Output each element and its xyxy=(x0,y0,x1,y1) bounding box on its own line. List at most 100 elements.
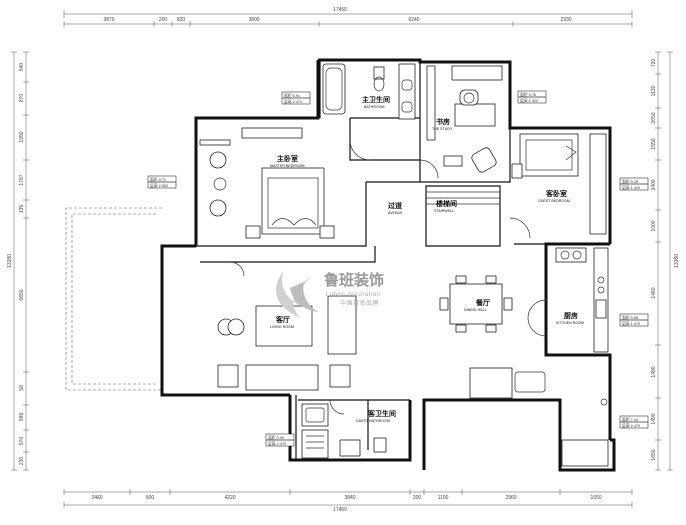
room-corridor-cn: 过道 xyxy=(388,201,402,210)
dining-chair-left xyxy=(439,297,449,311)
interior-walls xyxy=(196,60,546,460)
guest-vanity xyxy=(339,439,361,457)
nightstand-left xyxy=(245,225,261,239)
right-seg-3: 2650 xyxy=(651,112,657,123)
study-cabinet xyxy=(451,65,503,81)
room-labels: 主卫生间 BATHROOM 书房 THE STUDY 主卧室 MASTER BE… xyxy=(270,95,584,423)
armchair-bottom xyxy=(209,199,227,217)
bottom-seg-8: 1650 xyxy=(590,495,601,501)
armchair-living-2 xyxy=(227,318,245,336)
bathtub xyxy=(322,63,346,115)
room-guest-bath-cn: 客卫生间 xyxy=(367,409,396,418)
stairwell-detail xyxy=(426,191,500,205)
window-sill xyxy=(199,139,231,146)
master-bedroom-furniture xyxy=(199,127,335,239)
left-total-label: 13380 xyxy=(7,254,13,268)
left-seg-4: 1787 xyxy=(19,174,25,185)
room-dining-en: DINING HALL xyxy=(464,308,487,312)
bottom-seg-2: 600 xyxy=(146,495,155,501)
info-box-bath: 面积 6.91 层高 2.470 xyxy=(281,91,311,105)
guest-toilet xyxy=(373,437,387,453)
kitchen-sink xyxy=(595,299,607,319)
bottom-seg-5: 200 xyxy=(413,495,422,501)
info-box-kitchen: 面积 9.85 层高 1.470 xyxy=(619,313,649,327)
study-furniture xyxy=(426,65,503,173)
right-seg-7: 1480 xyxy=(651,287,657,298)
shower-floor xyxy=(301,429,329,459)
utility-cabinet xyxy=(561,439,609,467)
room-stairwell-cn: 楼梯间 xyxy=(436,199,457,208)
right-dimensions: 13380 720 1130 2650 1550 3400 1000 1480 … xyxy=(651,51,680,471)
dining-chair-b2 xyxy=(485,324,497,333)
left-seg-2: 870 xyxy=(19,94,25,103)
bottom-seg-6: 1100 xyxy=(438,495,449,501)
top-seg-3: 820 xyxy=(177,17,186,23)
side-table xyxy=(443,155,463,167)
guest-bedroom-furniture xyxy=(511,133,607,235)
top-seg-6: 2330 xyxy=(560,17,571,23)
room-living-cn: 客厅 xyxy=(275,315,290,324)
watermark-logo: 鲁班装饰 Luban decoration 中国著名品牌 xyxy=(275,270,384,318)
room-kitchen-cn: 厨房 xyxy=(564,311,578,320)
dining-chair-t1 xyxy=(455,275,467,284)
info-box-guest-bath: 面积 3.90 层高 2.470 xyxy=(265,433,295,447)
right-seg-8: 1490 xyxy=(651,366,657,377)
left-seg-10: 230 xyxy=(19,457,25,466)
desk xyxy=(454,103,496,127)
coffee-table xyxy=(255,305,313,347)
round-table xyxy=(213,177,227,191)
info-box-study: 面积 9.76 层高 1.420 xyxy=(517,90,547,104)
dining-table xyxy=(449,283,503,325)
bottom-seg-3: 4220 xyxy=(224,495,235,501)
left-seg-3: 1950 xyxy=(19,131,25,142)
svg-text:层高 1.420: 层高 1.420 xyxy=(520,98,538,103)
room-guest-bath-en: GUEST BATHROOM xyxy=(356,419,390,423)
svg-text:面积 9.71: 面积 9.71 xyxy=(150,177,166,182)
tv-cabinet xyxy=(245,364,319,391)
dining-furniture xyxy=(439,275,546,399)
room-study-en: THE STUDY xyxy=(432,127,453,131)
balcony-outline xyxy=(65,207,162,391)
top-total-label: 17450 xyxy=(333,7,347,13)
svg-text:面积 7.43: 面积 7.43 xyxy=(622,417,638,422)
living-furniture xyxy=(217,295,357,391)
bottom-seg-4: 3840 xyxy=(344,495,355,501)
bottom-dimensions: 2460 600 4220 3840 200 1100 2960 1650 17… xyxy=(63,489,633,513)
right-seg-5: 3400 xyxy=(651,179,657,190)
right-seg-9: 1490 xyxy=(651,413,657,424)
left-seg-5: 135 xyxy=(19,205,25,214)
watermark-brand: 鲁班装饰 xyxy=(324,271,384,289)
bottom-total-label: 17450 xyxy=(333,507,347,513)
kitchen-fixtures xyxy=(555,247,609,467)
side-cabinet-right xyxy=(329,364,351,388)
watermark-en: Luban decoration xyxy=(326,292,380,298)
info-box-right-lower: 面积 7.43 层高 2.470 xyxy=(619,415,649,429)
room-stairwell-en: STAIRWELL xyxy=(434,209,454,213)
top-dimensions: 17450 3870 200 820 3800 6240 2330 xyxy=(63,7,633,27)
info-boxes: 面积 6.91 层高 2.470 面积 9.76 层高 1.420 面积 9.7… xyxy=(147,90,649,447)
door-swings xyxy=(229,139,547,415)
svg-text:面积 9.85: 面积 9.85 xyxy=(622,315,638,320)
room-master-bath-cn: 主卫生间 xyxy=(362,95,390,104)
room-kitchen-en: KITCHEN ROOM xyxy=(556,321,584,325)
dining-chair-b1 xyxy=(455,324,467,333)
svg-text:层高 1.470: 层高 1.470 xyxy=(622,321,640,326)
stove xyxy=(555,247,587,263)
bookshelf xyxy=(426,65,436,141)
right-total-label: 13380 xyxy=(674,254,680,268)
info-box-master: 面积 9.71 层高 2.650 xyxy=(147,175,177,189)
svg-text:面积 9.28: 面积 9.28 xyxy=(622,179,638,184)
shower xyxy=(301,403,329,427)
guest-nightstand xyxy=(511,163,523,179)
balcony-outline-inner xyxy=(71,213,156,385)
sofa xyxy=(327,295,357,355)
top-seg-5: 6240 xyxy=(408,17,419,23)
nightstand-right xyxy=(319,225,335,239)
watermark-sub: 中国著名品牌 xyxy=(340,299,379,307)
left-seg-1: 540 xyxy=(19,63,25,72)
right-seg-1: 720 xyxy=(651,59,657,68)
right-seg-10: 1650 xyxy=(651,449,657,460)
wardrobe xyxy=(241,127,303,139)
room-dining-cn: 餐厅 xyxy=(475,298,490,307)
